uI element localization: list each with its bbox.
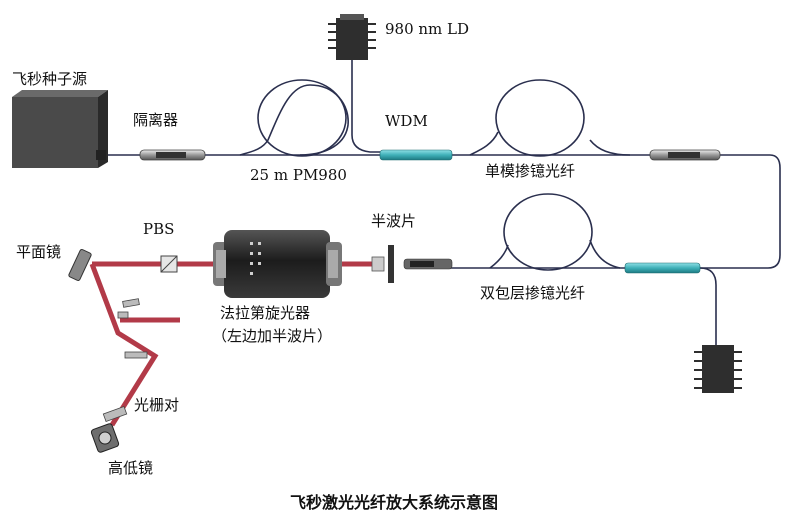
isolator-1 bbox=[139, 149, 206, 161]
label-hl-mirror: 高低镜 bbox=[108, 459, 154, 477]
label-seed-source: 飞秒种子源 bbox=[12, 70, 88, 88]
label-faraday-rotator: 法拉第旋光器 bbox=[220, 304, 311, 322]
free-space-beam bbox=[89, 261, 372, 427]
label-half-wave-plate: 半波片 bbox=[371, 212, 417, 230]
grating-pair bbox=[102, 298, 148, 423]
collimator bbox=[403, 258, 453, 270]
isolator-2 bbox=[649, 149, 721, 161]
pbs-cube bbox=[160, 255, 178, 273]
seed-source-box bbox=[12, 90, 108, 168]
label-pm-fiber: 25 m PM980 bbox=[250, 166, 347, 184]
half-wave-plate bbox=[371, 245, 394, 283]
pump-ld-top bbox=[328, 14, 376, 60]
label-plane-mirror: 平面镜 bbox=[16, 243, 62, 261]
label-single-mode-fiber: 单模掺镱光纤 bbox=[485, 162, 576, 180]
label-wdm: WDM bbox=[385, 112, 428, 130]
label-double-clad-fiber: 双包层掺镱光纤 bbox=[480, 284, 586, 302]
label-isolator: 隔离器 bbox=[133, 111, 179, 129]
label-grating-pair: 光栅对 bbox=[134, 396, 180, 414]
label-pump-ld: 980 nm LD bbox=[385, 20, 470, 38]
fiber-paths bbox=[105, 60, 781, 345]
label-faraday-note: （左边加半波片） bbox=[212, 327, 333, 345]
label-pbs: PBS bbox=[143, 220, 175, 238]
wdm-1 bbox=[379, 149, 453, 161]
wdm-2 bbox=[624, 262, 701, 274]
pump-ld-bottom bbox=[694, 345, 742, 393]
plane-mirror bbox=[68, 249, 92, 281]
faraday-rotator bbox=[213, 230, 342, 298]
figure-caption: 飞秒激光光纤放大系统示意图 bbox=[290, 493, 499, 512]
high-low-mirror bbox=[90, 423, 120, 453]
